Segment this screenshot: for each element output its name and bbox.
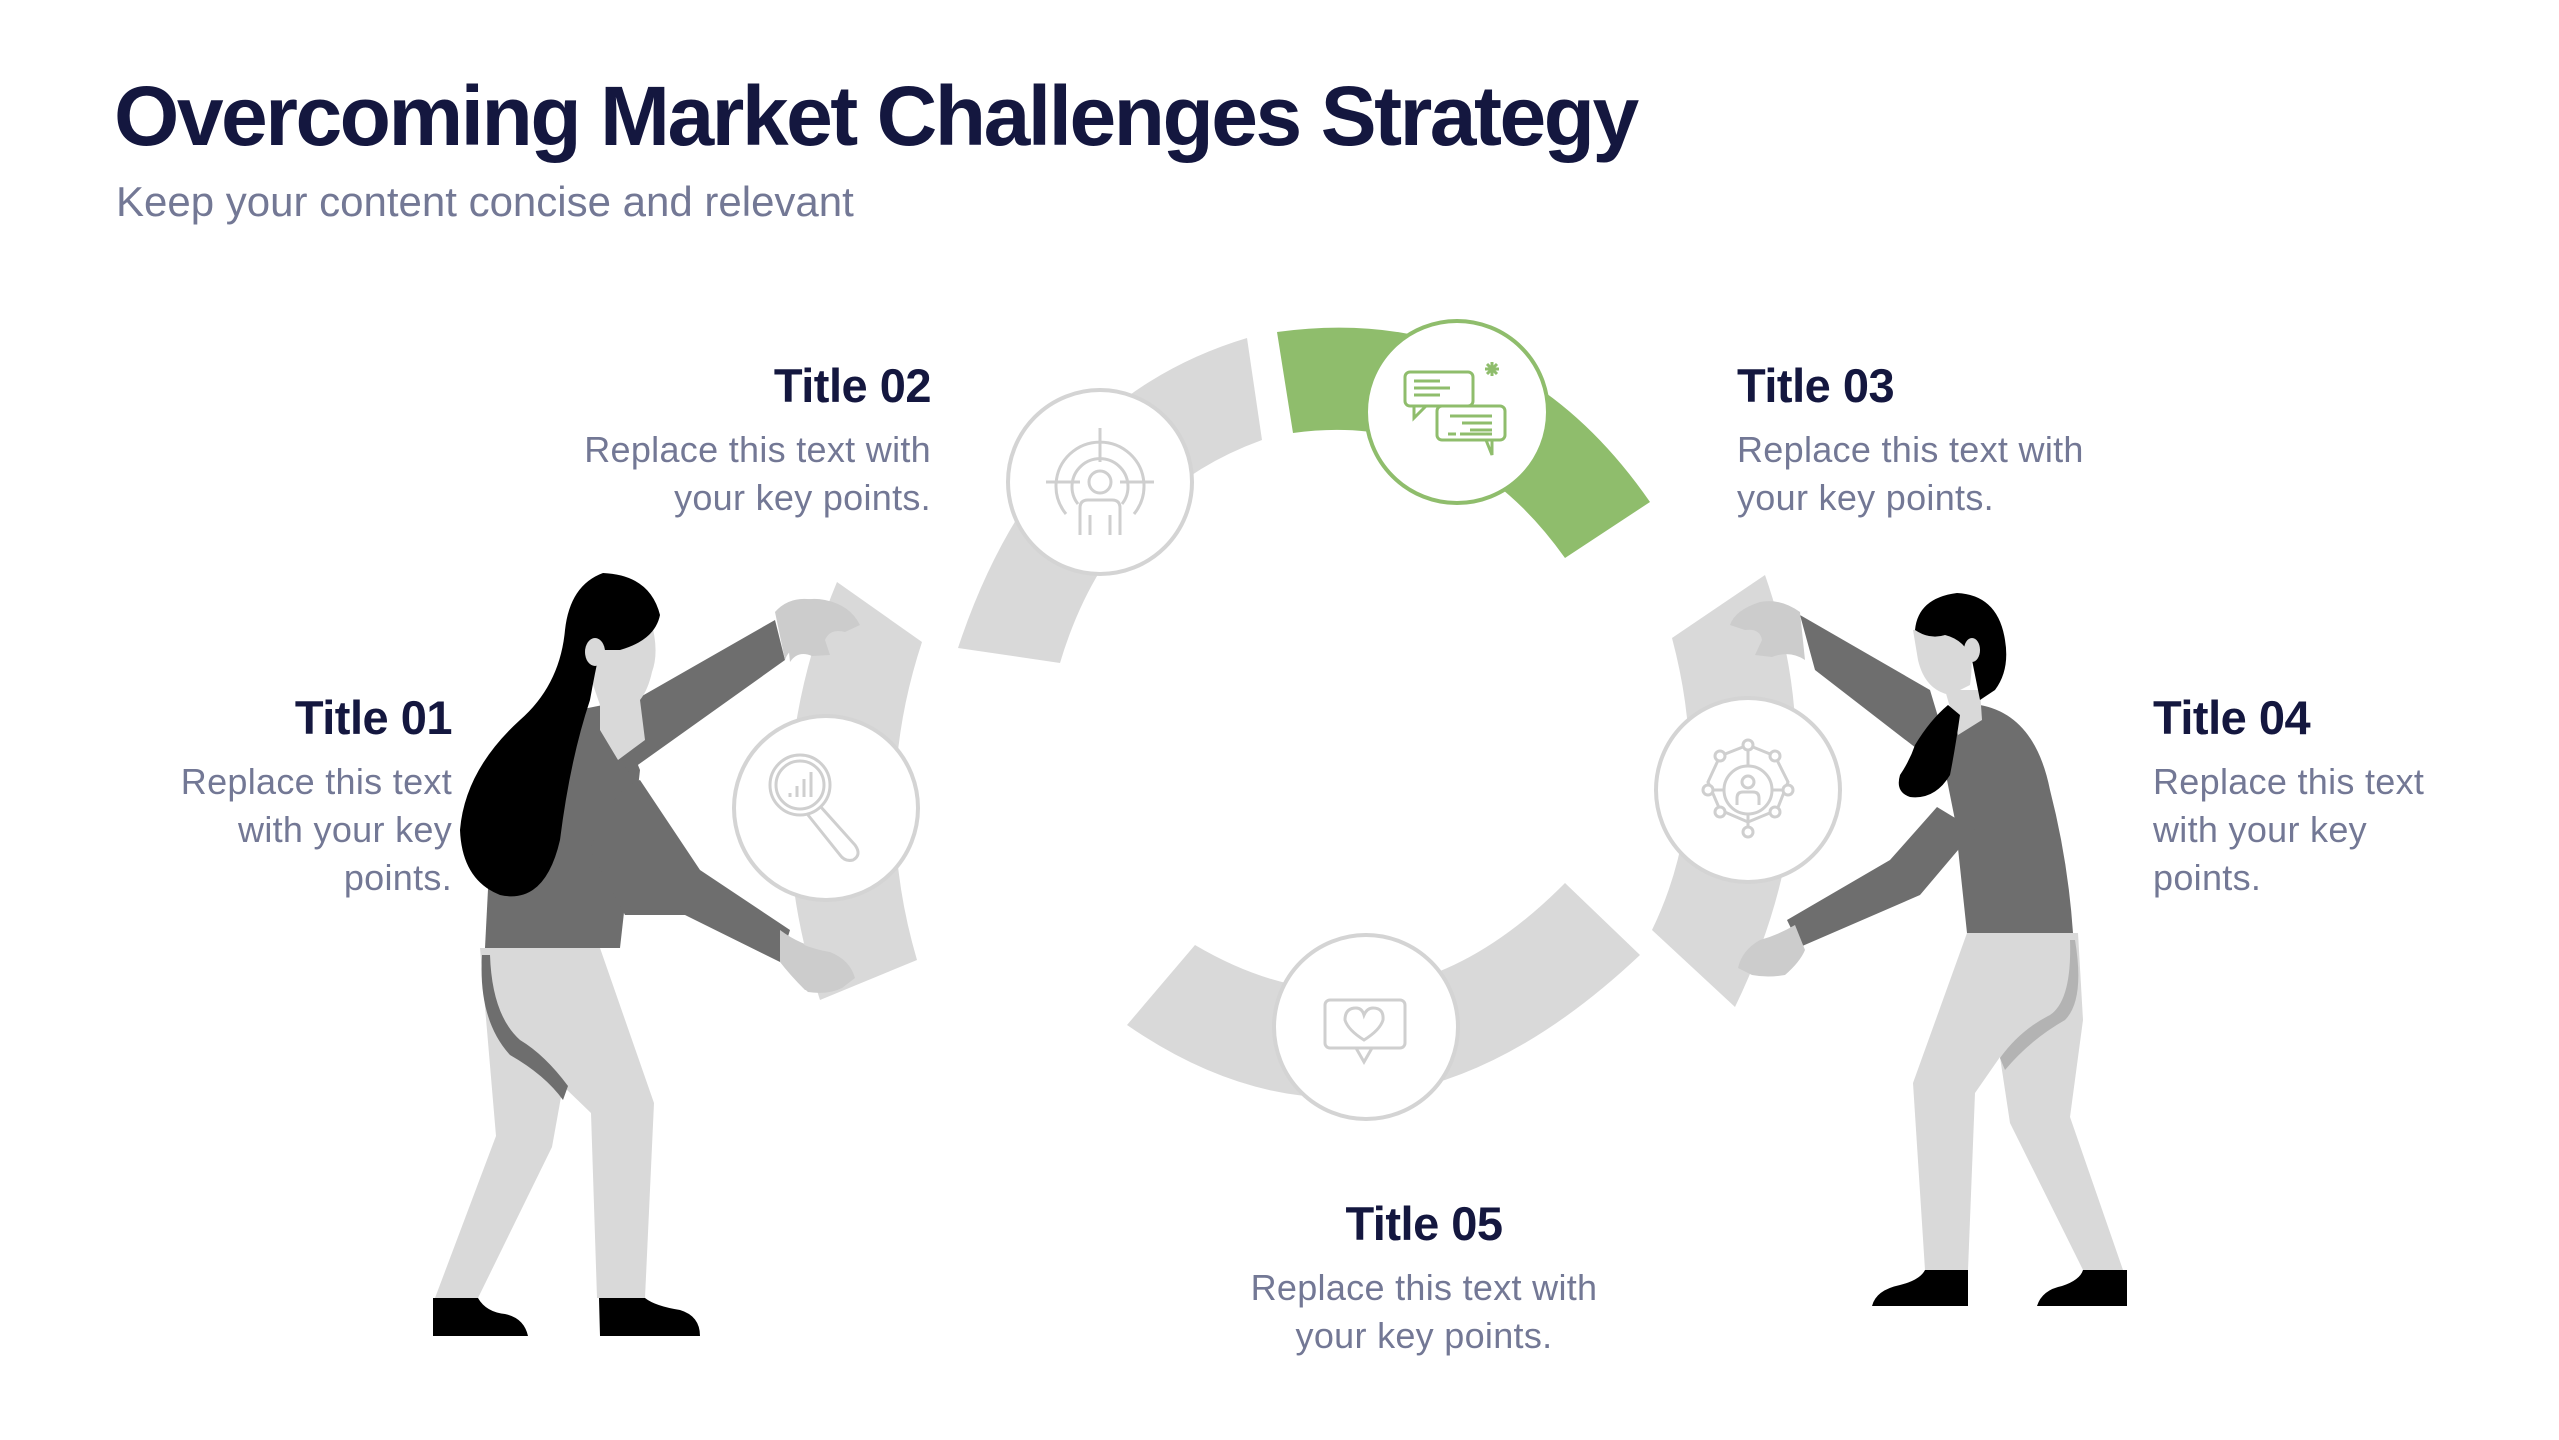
step-01-icon-badge[interactable]: [732, 714, 920, 902]
network-person-icon: [1701, 738, 1795, 839]
magnifier-chart-icon: [768, 753, 860, 862]
step-05-icon-badge[interactable]: [1272, 933, 1460, 1121]
step-05-title: Title 05: [1345, 1197, 1503, 1250]
step-04-body-line-1: Replace this text: [2153, 761, 2425, 802]
step-03-body-line-1: Replace this text with: [1737, 429, 2084, 470]
step-03-text: Title 03 Replace this text with your key…: [1737, 358, 2197, 522]
step-03-icon-badge[interactable]: [1364, 319, 1550, 505]
page-subtitle: Keep your content concise and relevant: [116, 178, 854, 225]
step-04-title: Title 04: [2153, 691, 2311, 744]
step-03-body-line-2: your key points.: [1737, 477, 1994, 518]
step-05-text: Title 05 Replace this text with your key…: [1194, 1196, 1654, 1360]
step-04-text: Title 04 Replace this text with your key…: [2153, 690, 2559, 902]
woman-right-illustration: [1787, 593, 2127, 1306]
step-05-body-line-2: your key points.: [1295, 1315, 1553, 1356]
chat-bubbles-icon: [1403, 362, 1507, 456]
step-01-text: Title 01 Replace this text with your key…: [0, 690, 453, 902]
step-02-text: Title 02 Replace this text with your key…: [471, 358, 931, 522]
step-03-title: Title 03: [1737, 359, 1895, 412]
step-02-icon-badge[interactable]: [1006, 388, 1194, 576]
step-01-body-line-1: Replace this text: [180, 761, 452, 802]
step-01-body-line-2: with your key: [238, 809, 452, 850]
step-01-body-line-3: points.: [343, 857, 452, 898]
step-02-title: Title 02: [773, 359, 932, 412]
step-04-body-line-2: with your key: [2153, 809, 2367, 850]
page-title: Overcoming Market Challenges Strategy: [114, 69, 1639, 163]
step-05-body-line-1: Replace this text with: [1250, 1267, 1598, 1308]
step-02-body-line-2: your key points.: [674, 477, 931, 518]
step-01-title: Title 01: [294, 691, 453, 744]
woman-left-illustration: [433, 573, 850, 1336]
step-02-body-line-1: Replace this text with: [584, 429, 931, 470]
step-04-body-line-3: points.: [2153, 857, 2262, 898]
target-person-icon: [1046, 428, 1154, 535]
heart-message-icon: [1323, 998, 1407, 1066]
step-04-icon-badge[interactable]: [1654, 696, 1842, 884]
